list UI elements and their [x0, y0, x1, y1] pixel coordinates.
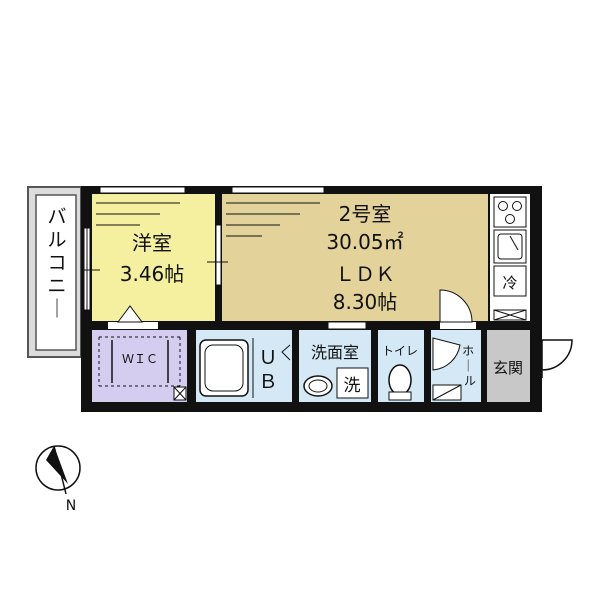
hall-box-diag — [432, 384, 462, 401]
fridge-box — [493, 265, 527, 297]
closet-corner-box — [173, 386, 187, 401]
closet — [92, 330, 187, 402]
closet-label: ＷＩＣ — [122, 352, 158, 366]
door-swing-entrance — [541, 339, 573, 371]
entrance-label: 玄関 — [493, 359, 523, 377]
unit-bath-label-b: Ｂ — [258, 371, 277, 393]
hall-char-1: ホ — [462, 344, 474, 358]
balcony-inner — [35, 194, 77, 351]
compass-pointer — [53, 445, 67, 495]
kitchen-sink-inner — [497, 233, 523, 260]
window-western-top — [99, 186, 186, 194]
curtain-lines-western — [96, 202, 180, 226]
hall-char-2: ｜ — [462, 359, 474, 373]
main-room-name: 2号室 — [339, 202, 392, 226]
closet-door-triangle — [117, 305, 143, 323]
washroom-label: 洗面室 — [311, 343, 359, 362]
balcony-label-char: ル — [47, 229, 66, 251]
stove — [493, 196, 527, 228]
wall-kitchen-right — [530, 194, 542, 402]
burner-3 — [505, 214, 515, 224]
door-swing-bath — [281, 344, 291, 361]
curtain-lines-ldk — [226, 202, 320, 237]
middle-wall — [92, 321, 530, 330]
wall-hall-entrance — [481, 330, 487, 402]
wash-basin-inner — [308, 379, 328, 393]
door-hall — [440, 322, 476, 329]
entrance — [487, 330, 530, 402]
hall-label: ホ ｜ ル — [462, 344, 478, 388]
door-swing-hall — [439, 289, 473, 323]
window-ldk-top — [231, 186, 325, 194]
main-room-area: 30.05㎡ — [326, 230, 403, 254]
door-closet — [108, 322, 158, 329]
closet-hangers — [111, 340, 169, 383]
fridge-label: 冷 — [502, 274, 517, 292]
western-room-size: 3.46帖 — [120, 262, 185, 286]
window-western-left — [83, 227, 91, 311]
washer-label: 洗 — [344, 376, 361, 396]
compass-label: N — [66, 498, 76, 514]
wall-closet-bath — [187, 330, 196, 402]
compass: N — [35, 445, 81, 514]
closet-rails — [98, 336, 181, 387]
compass-needle — [46, 446, 68, 484]
toilet-label: トイレ — [382, 344, 418, 358]
unit-bath-label-u: Ｕ — [258, 347, 277, 369]
washer-pan-x2 — [493, 309, 527, 321]
balcony-label: バルコニ｜ — [47, 206, 66, 320]
western-room — [92, 194, 215, 321]
washer-box — [336, 367, 369, 399]
toilet-tank — [388, 391, 412, 401]
door-washroom — [327, 321, 367, 330]
wall-bath-wash — [292, 330, 299, 402]
toilet-bowl — [388, 364, 412, 396]
hall-char-3: ル — [464, 374, 476, 388]
burner-1 — [498, 201, 508, 211]
western-room-name: 洋室 — [132, 231, 172, 255]
wall-toilet-hall — [424, 330, 431, 402]
wall-wash-toilet — [371, 330, 378, 402]
balcony-label-group: バルコニ｜ — [47, 206, 66, 320]
main-room-size: 8.30帖 — [333, 290, 398, 314]
balcony-label-char: コ — [47, 252, 66, 274]
bathtub-inner — [204, 344, 244, 392]
door-swing-toilet — [432, 337, 461, 371]
balcony-label-char: ｜ — [47, 298, 66, 320]
sliding-door-west-ldk — [207, 224, 228, 286]
burner-2 — [512, 201, 522, 211]
balcony-label-char: バ — [47, 206, 66, 228]
faucet — [509, 235, 519, 251]
main-room-type: ＬＤＫ — [335, 262, 395, 286]
balcony-label-char: ニ — [47, 275, 66, 297]
